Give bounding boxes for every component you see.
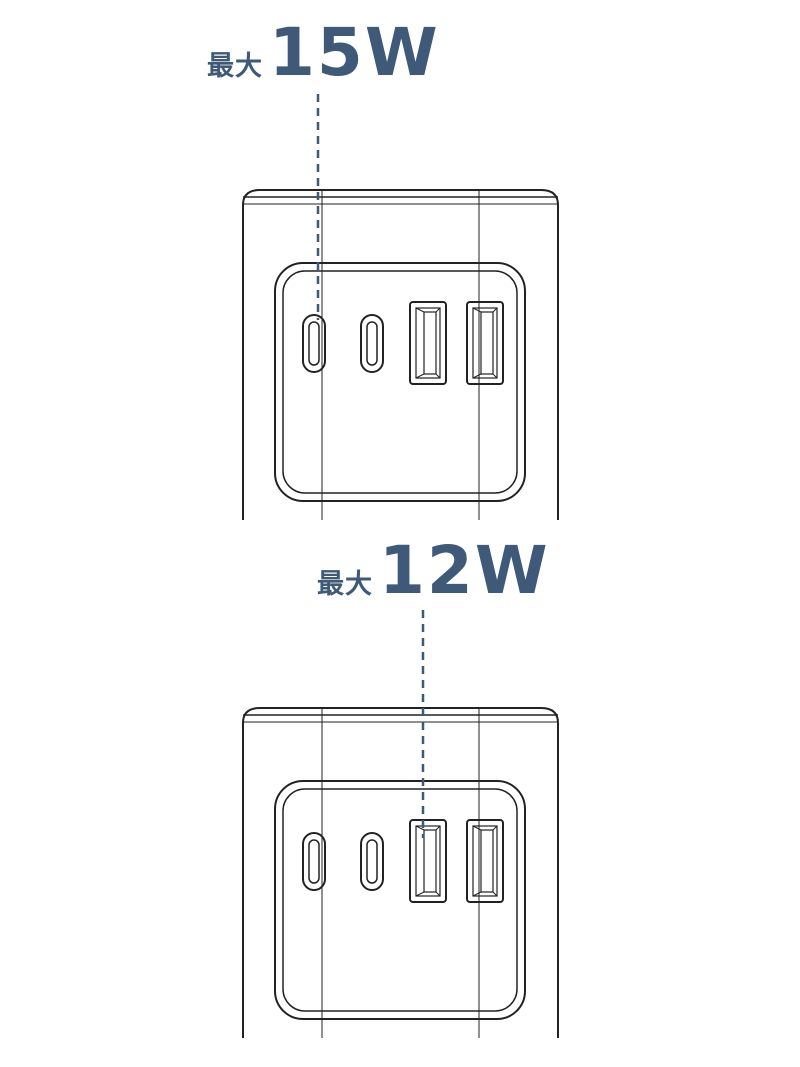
port-panel bbox=[274, 262, 526, 502]
usb-c-port bbox=[302, 314, 326, 373]
charger-diagram-bottom: 最大 12W bbox=[0, 518, 800, 1038]
charger-diagram-top: 最大 15W bbox=[0, 0, 800, 520]
usb-a-port bbox=[466, 301, 504, 385]
charger-illustration bbox=[242, 610, 559, 1038]
max-label-prefix: 最大 bbox=[317, 569, 373, 600]
usb-a-port bbox=[409, 301, 447, 385]
usb-c-port bbox=[360, 314, 384, 373]
usb-a-port bbox=[409, 819, 447, 903]
usb-a-port bbox=[466, 819, 504, 903]
port-panel bbox=[274, 780, 526, 1020]
charger-body bbox=[242, 189, 559, 520]
max-power-label: 最大 12W bbox=[317, 538, 550, 604]
usb-c-port bbox=[360, 832, 384, 891]
charger-body bbox=[242, 707, 559, 1038]
wattage-value: 12W bbox=[379, 532, 550, 609]
charger-illustration bbox=[242, 94, 559, 520]
max-label-prefix: 最大 bbox=[207, 51, 263, 82]
wattage-value: 15W bbox=[269, 14, 440, 91]
max-power-label: 最大 15W bbox=[207, 20, 440, 86]
usb-c-port bbox=[302, 832, 326, 891]
